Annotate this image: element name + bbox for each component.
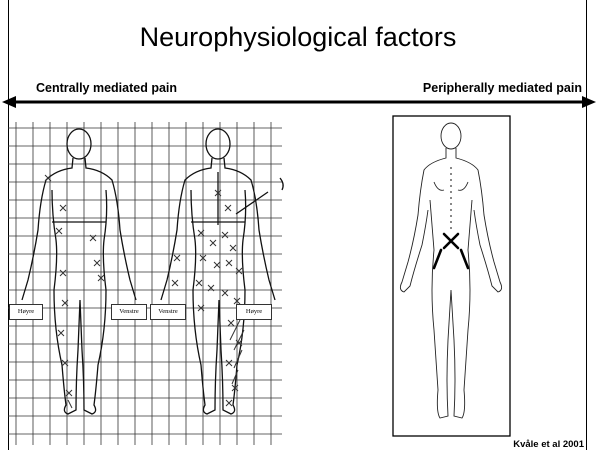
peripheral-drawing-frame xyxy=(393,116,510,436)
source-credit: Kvåle et al 2001 xyxy=(513,440,584,450)
